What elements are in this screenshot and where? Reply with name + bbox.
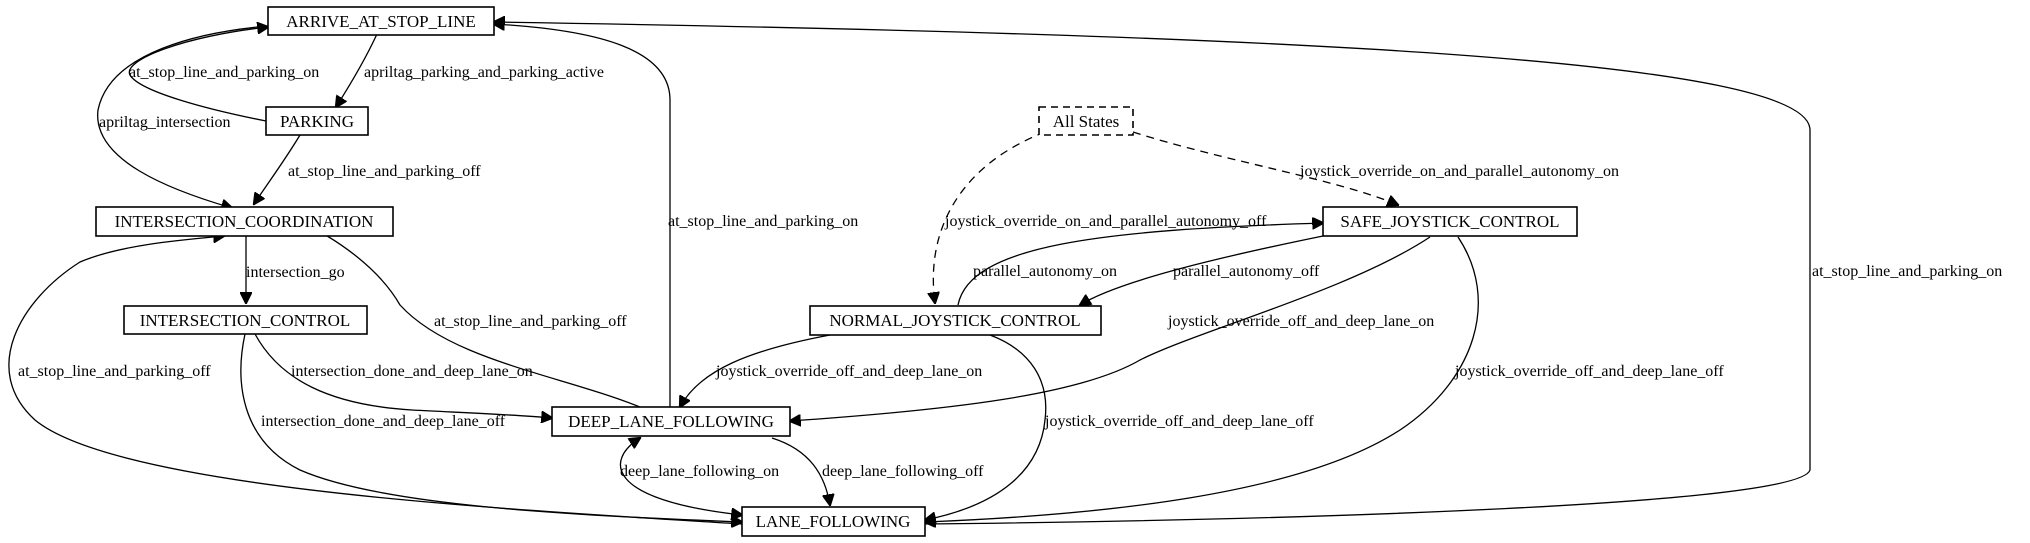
node-label: DEEP_LANE_FOLLOWING	[568, 412, 774, 431]
edge-label: joystick_override_off_and_deep_lane_on	[715, 363, 982, 380]
edge-labels: at_stop_line_and_parking_on apriltag_par…	[18, 64, 2002, 480]
edge-deep-to-coordination	[297, 220, 641, 408]
edge-deep-to-arrive	[494, 24, 671, 407]
edge-label: apriltag_intersection	[99, 114, 231, 131]
edge-label: joystick_override_on_and_parallel_autono…	[944, 213, 1267, 230]
edge-label: joystick_override_on_and_parallel_autono…	[1299, 163, 1619, 180]
node-intersection-control[interactable]: INTERSECTION_CONTROL	[123, 305, 368, 335]
edge-normal-to-safe	[957, 223, 1323, 306]
edge-lane-to-coordination	[8, 236, 743, 525]
edge-label: joystick_override_off_and_deep_lane_on	[1167, 313, 1434, 330]
edge-normal-to-lane	[925, 334, 1047, 520]
nodes: ARRIVE_AT_STOP_LINE PARKING INTERSECTION…	[95, 6, 1578, 537]
node-intersection-coordination[interactable]: INTERSECTION_COORDINATION	[95, 206, 394, 237]
edge-label: joystick_override_off_and_deep_lane_off	[1044, 413, 1314, 430]
node-all-states[interactable]: All States	[1038, 106, 1134, 136]
node-label: PARKING	[280, 112, 354, 131]
edge-label: at_stop_line_and_parking_off	[18, 363, 211, 380]
edge-label: intersection_go	[246, 264, 345, 281]
edge-lane-deep-bidirectional	[619, 438, 742, 515]
edge-safe-to-normal	[1080, 235, 1324, 305]
edge-label: apriltag_parking_and_parking_active	[364, 64, 604, 81]
edge-parking-to-coordination	[254, 134, 301, 204]
edge-label: at_stop_line_and_parking_off	[288, 163, 481, 180]
node-arrive-at-stop-line[interactable]: ARRIVE_AT_STOP_LINE	[267, 6, 495, 36]
edge-safe-to-lane	[925, 236, 1479, 522]
edge-label: intersection_done_and_deep_lane_on	[291, 363, 533, 380]
node-lane-following[interactable]: LANE_FOLLOWING	[741, 506, 926, 537]
node-parking[interactable]: PARKING	[265, 106, 369, 136]
node-label: NORMAL_JOYSTICK_CONTROL	[829, 311, 1080, 330]
node-label: INTERSECTION_COORDINATION	[115, 212, 374, 231]
edge-lane-to-arrive	[494, 22, 1811, 525]
edge-all-to-normal	[933, 131, 1046, 303]
node-deep-lane-following[interactable]: DEEP_LANE_FOLLOWING	[551, 406, 791, 437]
edge-label: deep_lane_following_off	[822, 463, 984, 480]
edge-arrive-to-parking	[336, 33, 378, 107]
edge-parking-to-arrive	[128, 27, 268, 122]
node-normal-joystick-control[interactable]: NORMAL_JOYSTICK_CONTROL	[809, 305, 1102, 336]
node-label: All States	[1053, 112, 1120, 131]
edge-label: at_stop_line_and_parking_on	[1812, 263, 2002, 280]
edge-control-to-deep	[254, 333, 552, 418]
node-safe-joystick-control[interactable]: SAFE_JOYSTICK_CONTROL	[1322, 206, 1578, 237]
edge-safe-to-deep	[790, 236, 1431, 421]
edge-label: at_stop_line_and_parking_off	[434, 313, 627, 330]
edge-label: at_stop_line_and_parking_on	[129, 64, 319, 81]
edge-arrive-to-coordination	[97, 25, 269, 208]
node-label: LANE_FOLLOWING	[756, 512, 911, 531]
edges	[8, 22, 1811, 525]
edge-label: at_stop_line_and_parking_on	[668, 213, 858, 230]
node-label: ARRIVE_AT_STOP_LINE	[286, 12, 476, 31]
edge-deep-to-lane	[771, 437, 830, 505]
edge-control-to-lane	[240, 333, 742, 522]
edge-label: deep_lane_following_on	[620, 463, 779, 480]
edge-label: parallel_autonomy_on	[973, 263, 1117, 280]
node-label: INTERSECTION_CONTROL	[140, 311, 351, 330]
edge-normal-to-deep	[680, 334, 831, 407]
node-label: SAFE_JOYSTICK_CONTROL	[1340, 212, 1559, 231]
edge-label: parallel_autonomy_off	[1173, 263, 1320, 280]
edge-label: joystick_override_off_and_deep_lane_off	[1454, 363, 1724, 380]
edge-label: intersection_done_and_deep_lane_off	[261, 413, 506, 430]
